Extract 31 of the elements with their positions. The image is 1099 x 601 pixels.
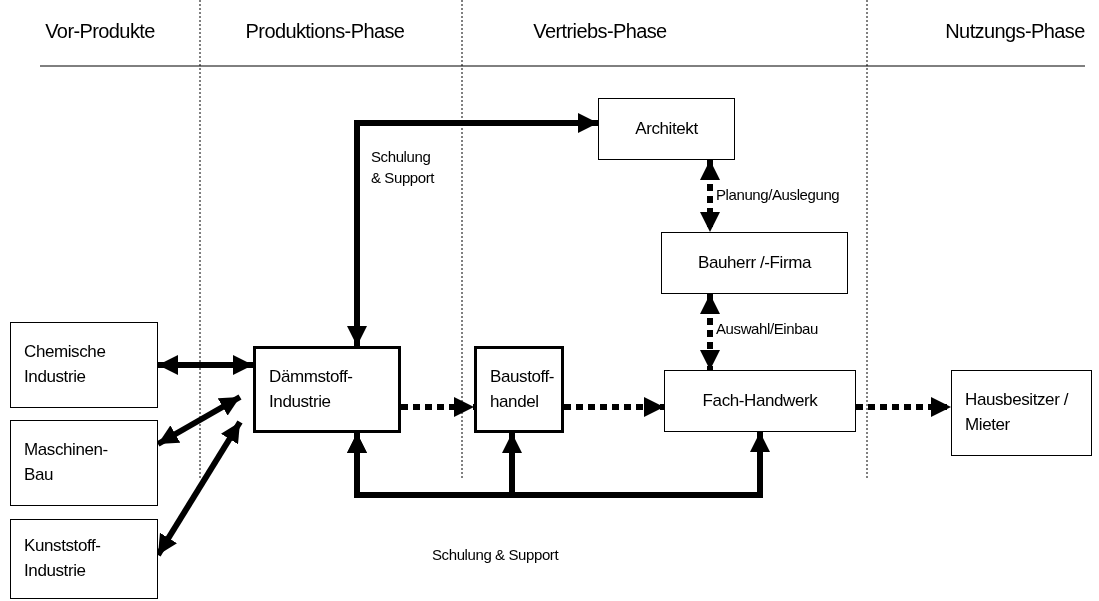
process-box xyxy=(10,322,158,408)
arrow xyxy=(156,394,242,447)
arrow xyxy=(700,294,720,370)
box-label: Maschinen-Bau xyxy=(24,439,109,486)
arrow xyxy=(564,397,664,417)
process-box xyxy=(664,370,856,432)
arrow xyxy=(700,160,720,232)
process-box xyxy=(474,346,564,433)
box-label: Chemische Industrie xyxy=(24,341,107,388)
phase-heading: Produktions-Phase xyxy=(245,20,405,43)
process-box xyxy=(598,98,735,160)
phase-heading: Vor-Produkte xyxy=(45,20,155,43)
arrow xyxy=(158,355,253,375)
phase-heading: Vertriebs-Phase xyxy=(533,20,667,43)
process-box xyxy=(951,370,1092,456)
box-label: Bauherr /-Firma xyxy=(698,251,811,274)
box-label: Baustoff-handel xyxy=(490,365,556,413)
process-box xyxy=(10,519,158,599)
box-label: Dämmstoff-Industrie xyxy=(269,365,354,413)
box-label: Architekt xyxy=(635,117,698,140)
arrow xyxy=(347,113,598,346)
arrow xyxy=(347,432,770,498)
box-label: Fach-Handwerk xyxy=(702,389,818,412)
process-box xyxy=(10,420,158,506)
box-label: Hausbesitzer / Mieter xyxy=(965,389,1070,436)
process-box xyxy=(253,346,401,433)
process-box xyxy=(661,232,848,294)
arrow xyxy=(401,397,474,417)
box-label: Kunststoff-Industrie xyxy=(24,535,102,582)
arrow xyxy=(856,397,951,417)
phase-heading: Nutzungs-Phase xyxy=(945,20,1085,43)
